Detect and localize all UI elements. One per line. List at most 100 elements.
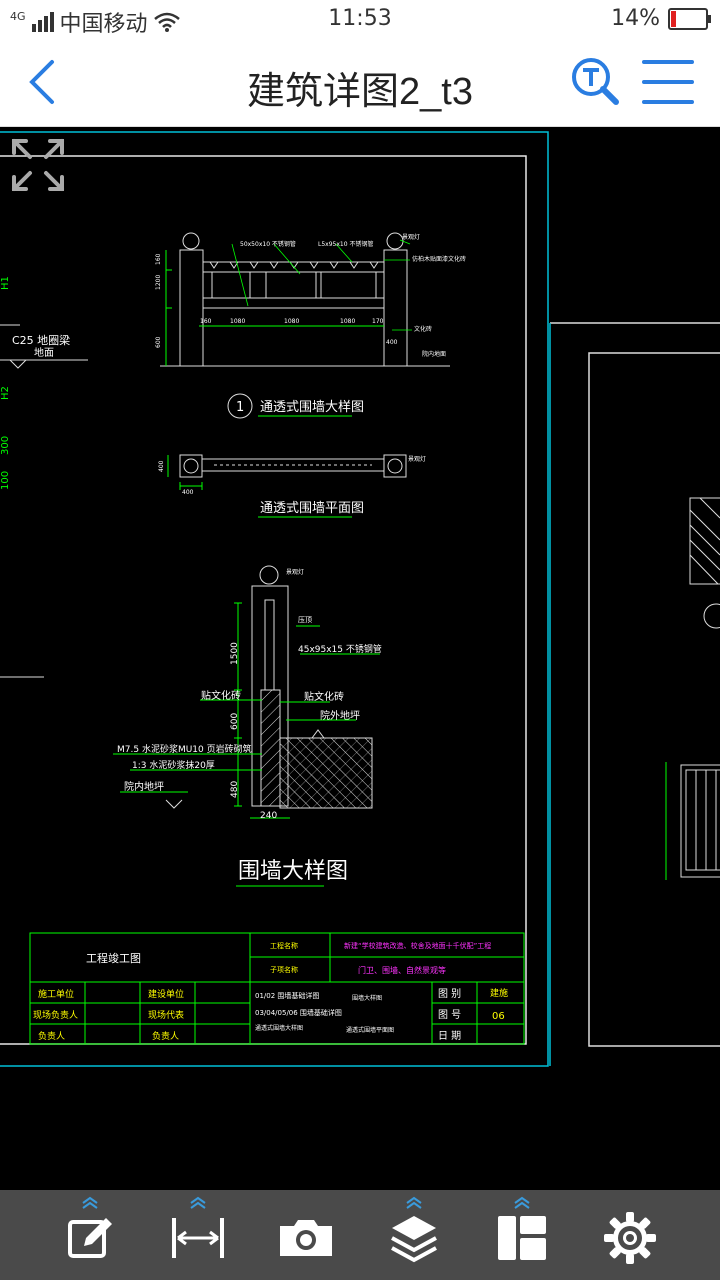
tb-project-label: 工程名称: [270, 941, 298, 950]
tb-k1v: 建施: [490, 987, 508, 999]
tb-project: 新建“学校建筑改造、校舍及地面十千伏配”工程: [344, 941, 491, 950]
detail-number: 1: [236, 400, 244, 415]
fullscreen-button[interactable]: [10, 137, 66, 193]
layout-button[interactable]: [492, 1196, 552, 1268]
tb-k1: 图 别: [438, 988, 461, 1000]
signal-icon: 4G: [10, 9, 26, 23]
annotate-button[interactable]: [60, 1196, 120, 1268]
plan-w: 400: [182, 489, 194, 496]
camera-button[interactable]: [276, 1208, 336, 1268]
wall-base: 240: [260, 811, 277, 821]
tb-d1b: 围墙大样图: [352, 994, 382, 1002]
cad-drawing: H1 H2 300 100 C25 地圈梁 地面: [0, 131, 720, 1067]
detail-number-circle: [227, 393, 253, 419]
settings-button[interactable]: [600, 1208, 660, 1268]
elev-d3: 600: [155, 336, 162, 348]
elev-w3: 1080: [284, 318, 299, 325]
chevron-left-icon: [29, 60, 54, 104]
clock: 11:53: [328, 6, 392, 31]
carrier-name: 中国移动: [59, 12, 148, 37]
tb-sub-label: 子项名称: [270, 965, 298, 974]
wall-plaster: 1:3 水泥砂浆抹20厚: [132, 759, 215, 771]
back-button[interactable]: [18, 52, 78, 112]
title-block: [29, 932, 525, 1045]
drawing-canvas[interactable]: H1 H2 300 100 C25 地圈梁 地面: [0, 127, 720, 1190]
tb-k3: 日 期: [438, 1030, 461, 1042]
measure-distance-icon: [172, 1218, 224, 1258]
tb-d3b: 通透式围墙平面图: [346, 1026, 394, 1034]
expand-up-icon: [406, 1196, 422, 1209]
tb-c2: 现场代表: [148, 1009, 184, 1021]
elev-w4: 1080: [340, 318, 355, 325]
fence-elevation: [160, 232, 450, 367]
wall-h1500: 1500: [230, 642, 240, 665]
layout-icon: [498, 1216, 546, 1260]
battery-icon: [668, 7, 711, 30]
menu-button[interactable]: [638, 52, 698, 112]
label-100: 100: [0, 471, 11, 490]
elev-d4: 400: [386, 339, 398, 346]
expand-icon: [12, 139, 64, 191]
elev-d1: 160: [155, 253, 162, 265]
tb-r1: 施工单位: [38, 988, 74, 1000]
elev-w1: 160: [200, 318, 212, 325]
battery-percent: 14%: [611, 6, 660, 31]
expand-up-icon: [190, 1196, 206, 1209]
edit-note-icon: [68, 1218, 112, 1258]
text-search-icon: [572, 58, 619, 105]
tb-c3: 负责人: [152, 1030, 179, 1042]
wifi-icon: [153, 12, 180, 32]
expand-up-icon: [82, 1196, 98, 1209]
label-h1: H1: [0, 276, 11, 290]
tb-c1: 建设单位: [148, 988, 184, 1000]
wall-inside: 院内地坪: [124, 780, 164, 793]
elev-d2: 1200: [155, 275, 162, 290]
text-search-button[interactable]: [566, 52, 626, 112]
elev-lamp: 景观灯: [402, 233, 420, 241]
tb-d2: 03/04/05/06 围墙基础详图: [255, 1008, 342, 1017]
status-right: 14%: [611, 6, 711, 31]
label-beam: C25 地圈梁: [12, 333, 70, 347]
wall-tile-right: 贴文化砖: [304, 690, 344, 703]
wall-title: 围墙大样图: [238, 859, 348, 884]
layers-icon: [391, 1216, 437, 1263]
battery-level: [671, 10, 676, 27]
label-h2: H2: [0, 386, 11, 400]
tb-sub: 门卫、围墙、自然景观等: [358, 965, 446, 975]
wall-mortar: M7.5 水泥砂浆MU10 页岩砖砌筑: [117, 743, 252, 755]
layers-button[interactable]: [384, 1196, 444, 1268]
sheet-outer-border: [0, 131, 549, 1067]
wall-outside: 院外地坪: [320, 709, 360, 722]
tb-r2: 现场负责人: [33, 1009, 78, 1021]
wall-h600: 600: [230, 713, 240, 730]
elev-spec1: 50x50x10 不锈钢管: [240, 240, 296, 248]
wall-tile-left: 贴文化砖: [201, 689, 241, 702]
signal-bars-icon: [31, 12, 54, 32]
elev-note2: 文化砖: [414, 325, 432, 333]
plan-lamp: 景观灯: [408, 455, 426, 463]
elev-note3: 院内地面: [422, 350, 446, 358]
tb-k2: 图 号: [438, 1009, 461, 1021]
elev-spec2: L5x95x10 不锈钢管: [318, 240, 373, 248]
tb-company: 工程竣工图: [86, 951, 141, 965]
tb-d3: 通透式围墙大样图: [255, 1024, 303, 1032]
elev-title: 通透式围墙大样图: [260, 400, 364, 415]
measure-button[interactable]: [168, 1196, 228, 1268]
status-left: 4G 中国移动: [10, 6, 180, 38]
tb-r3: 负责人: [38, 1030, 65, 1042]
app-header: 建筑详图2_t3: [0, 38, 720, 127]
hamburger-menu-icon: [642, 60, 694, 104]
label-ground: 地面: [34, 346, 54, 359]
sheet-inner-border: [0, 155, 527, 1045]
elev-w5: 170: [372, 318, 384, 325]
plan-h: 400: [158, 460, 165, 472]
fence-plan: [167, 454, 407, 490]
wall-cap: 压顶: [298, 616, 312, 624]
tb-k2v: 06: [492, 1011, 505, 1022]
wall-pipe: 45x95x15 不锈钢管: [298, 643, 382, 655]
tb-d1: 01/02 围墙基础详图: [255, 991, 319, 1000]
gear-icon: [604, 1212, 656, 1264]
wall-lamp: 景观灯: [286, 568, 304, 576]
wall-detail: [113, 565, 380, 819]
elev-note1: 仿柏木贴面漆文化砖: [412, 255, 466, 263]
